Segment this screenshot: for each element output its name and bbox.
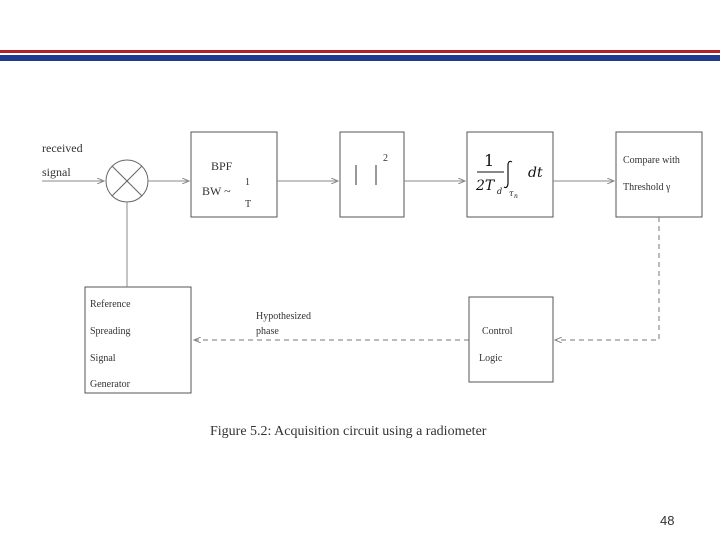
bpf-label: BPF [211, 159, 233, 173]
mixer-icon [105, 159, 149, 203]
figure-caption: Figure 5.2: Acquisition circuit using a … [210, 424, 487, 439]
hypothesized-line1: Hypothesized [256, 311, 311, 322]
reference-line1: Reference [90, 299, 131, 310]
compare-line2: Threshold γ [623, 182, 671, 193]
bpf-frac-den: T [245, 199, 251, 210]
reference-generator-box [84, 286, 192, 394]
integrator-den: 2T [475, 178, 496, 194]
header-blue-rule [0, 55, 720, 61]
integrator-dt: dt [528, 165, 543, 181]
hypothesized-line2: phase [256, 326, 279, 337]
squarer-box [339, 131, 405, 218]
integrator-lower-limit: τ [509, 189, 514, 198]
integral-sign-icon [503, 160, 513, 189]
control-line2: Logic [479, 353, 503, 364]
bpf-frac-num: 1 [245, 177, 250, 188]
control-logic-box [468, 296, 554, 383]
bpf-box [190, 131, 278, 218]
control-line1: Control [482, 326, 513, 337]
squarer-exponent: 2 [383, 153, 388, 164]
integrator-box [466, 131, 554, 218]
reference-line3: Signal [90, 353, 116, 364]
header-red-rule [0, 50, 720, 53]
integrator-num: 1 [484, 151, 494, 170]
integrator-den-sub: d [497, 187, 502, 196]
input-label-line2: signal [42, 165, 71, 179]
compare-to-control-dashed-arrow [555, 217, 660, 340]
page-number: 48 [660, 513, 675, 528]
reference-line2: Spreading [90, 326, 131, 337]
integrator-lower-sub: n [514, 193, 518, 200]
compare-box [615, 131, 703, 218]
compare-line1: Compare with [623, 155, 680, 166]
input-label-line1: received [42, 141, 83, 155]
bpf-bw-label: BW ~ [202, 184, 231, 198]
reference-line4: Generator [90, 379, 131, 390]
